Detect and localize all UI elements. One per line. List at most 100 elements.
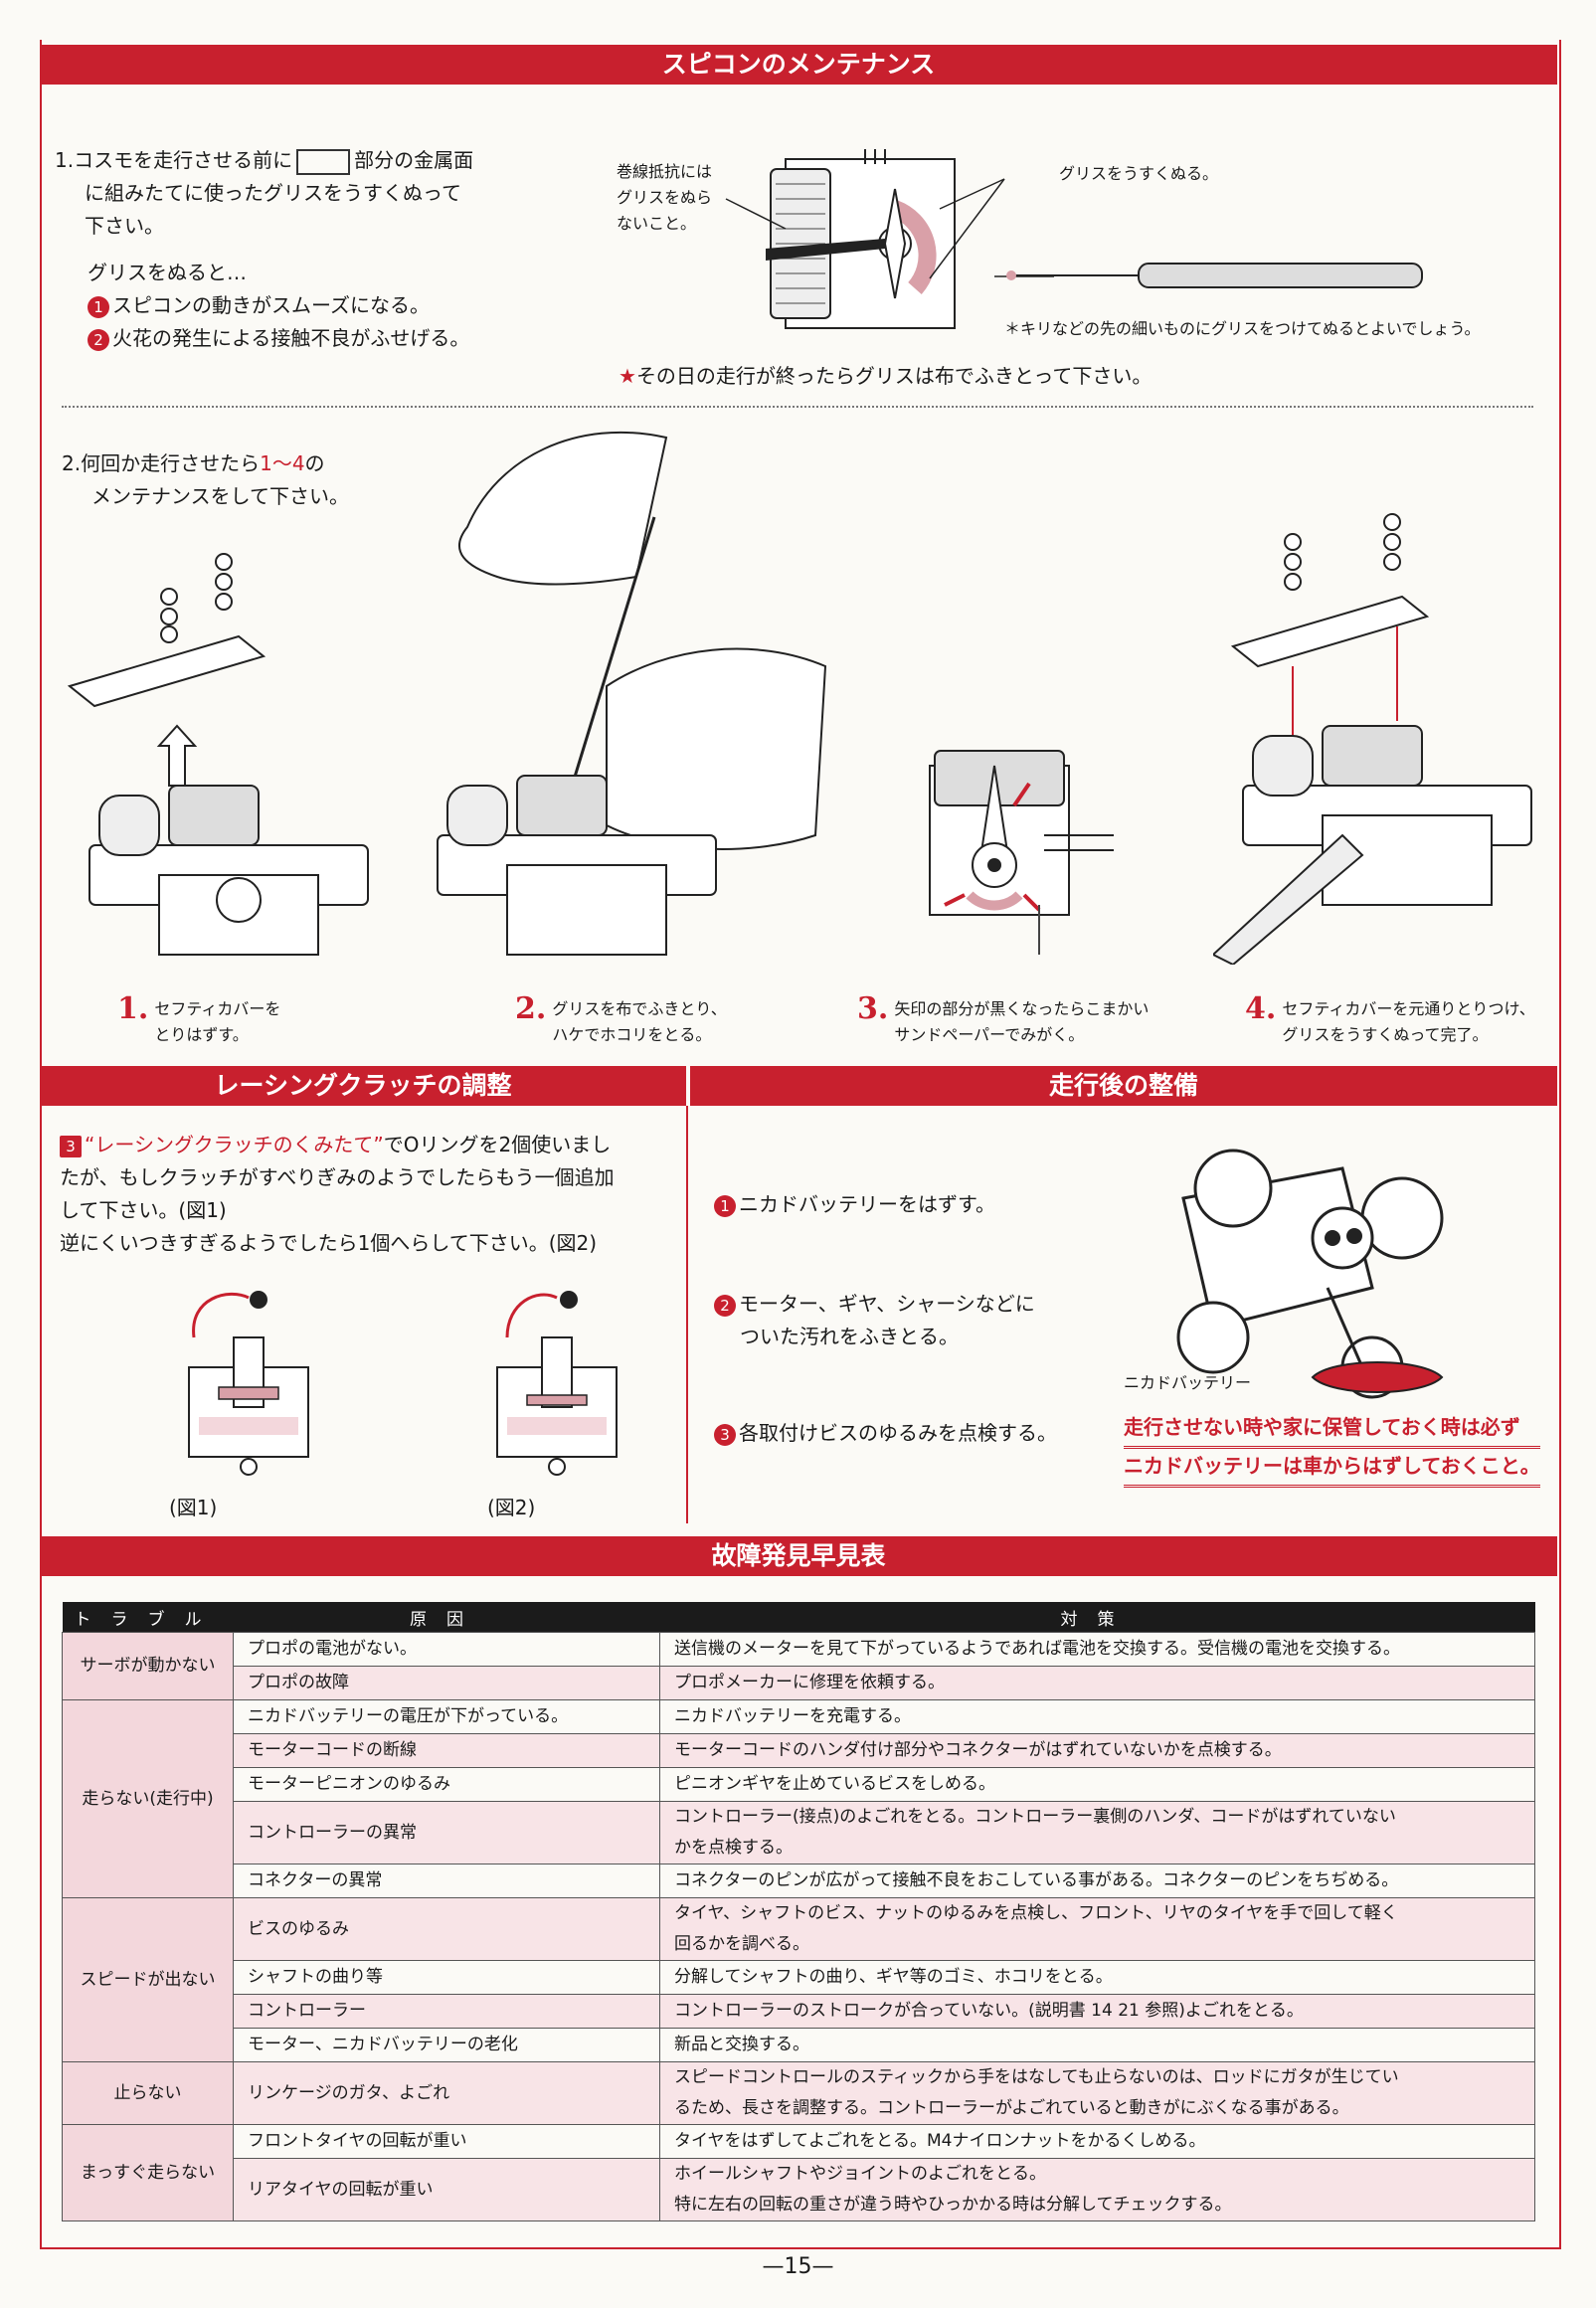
item1-text: 1.コスモを走行させる前に部分の金属面 に組みたてに使ったグリスをうすくぬって … — [55, 148, 474, 238]
cause-cell: モーターコードの断線 — [233, 1733, 660, 1768]
clutch-figure-1 — [188, 1291, 309, 1476]
trouble-cell: スピードが出ない — [62, 1897, 234, 2062]
cause-cell: モーターピニオンのゆるみ — [233, 1767, 660, 1802]
fix-cell: 送信機のメーターを見て下がっているようであれば電池を交換する。受信機の電池を交換… — [659, 1632, 1535, 1667]
fix-line: 特に左右の回転の重さが違う時やひっかかる時は分解してチェックする。 — [674, 2195, 1232, 2215]
fix-line: コネクターのピンが広がって接触不良をおこしている事がある。コネクターのピンをちぢ… — [674, 1870, 1399, 1890]
fix-cell: ピニオンギヤを止めているビスをしめる。 — [659, 1767, 1535, 1802]
fix-line: コントローラー(接点)のよごれをとる。コントローラー裏側のハンダ、コードがはずれ… — [674, 1807, 1396, 1827]
fix-cell: 分解してシャフトの曲り、ギヤ等のゴミ、ホコリをとる。 — [659, 1960, 1535, 1995]
fix-cell: ホイールシャフトやジョイントのよごれをとる。特に左右の回転の重さが違う時やひっか… — [659, 2158, 1535, 2221]
awl-tool-illustration — [1006, 263, 1423, 288]
header-cause: 原因 — [233, 1602, 660, 1633]
fix-line: モーターコードのハンダ付け部分やコネクターがはずれていないかを点検する。 — [674, 1740, 1282, 1760]
fix-line: タイヤ、シャフトのビス、ナットのゆるみを点検し、フロント、リヤのタイヤを手で回し… — [674, 1903, 1398, 1923]
clutch-instructions: 3“レーシングクラッチのくみたて”でOリングを2個使いまし たが、もしクラッチが… — [60, 1133, 615, 1255]
clutch-figure-2 — [496, 1291, 618, 1476]
fix-cell: コントローラー(接点)のよごれをとる。コントローラー裏側のハンダ、コードがはずれ… — [659, 1801, 1535, 1864]
cause-cell: コネクターの異常 — [233, 1864, 660, 1898]
highlight-box-icon — [296, 148, 351, 175]
table-row: モーターピニオンのゆるみピニオンギヤを止めているビスをしめる。 — [63, 1767, 1535, 1802]
table-row: プロポの故障プロポメーカーに修理を依頼する。 — [63, 1666, 1535, 1700]
table-row: コントローラーコントローラーのストロークが合っていない。(説明書 14 21 参… — [63, 1994, 1535, 2029]
fix-cell: ニカドバッテリーを充電する。 — [659, 1699, 1535, 1734]
cause-cell: コントローラーの異常 — [233, 1801, 660, 1864]
table-row: コネクターの異常コネクターのピンが広がって接触不良をおこしている事がある。コネク… — [63, 1864, 1535, 1898]
fix-cell: スピードコントロールのスティックから手をはなしても止らないのは、ロッドにガタが生… — [659, 2061, 1535, 2125]
fix-cell: コネクターのピンが広がって接触不良をおこしている事がある。コネクターのピンをちぢ… — [659, 1864, 1535, 1898]
fix-cell: タイヤ、シャフトのビス、ナットのゆるみを点検し、フロント、リヤのタイヤを手で回し… — [659, 1897, 1535, 1961]
fix-line: プロポメーカーに修理を依頼する。 — [674, 1673, 945, 1692]
cause-cell: コントローラー — [233, 1994, 660, 2029]
step4-illustration — [1213, 513, 1532, 965]
step3-caption: 3.矢印の部分が黒くなったらこまかいサンドペーパーでみがく。 — [857, 991, 1150, 1045]
page-number: —15— — [762, 2254, 834, 2279]
section-title-racing-clutch: レーシングクラッチの調整 — [40, 1066, 686, 1106]
table-row: まっすぐ走らないフロントタイヤの回転が重いタイヤをはずしてよごれをとる。M4ナイ… — [62, 2124, 1535, 2221]
section-title-speed-controller: スピコンのメンテナンス — [40, 45, 1557, 85]
header-fix: 対策 — [659, 1602, 1535, 1633]
fix-line: コントローラーのストロークが合っていない。(説明書 14 21 参照)よごれをと… — [674, 2001, 1304, 2021]
cause-cell: シャフトの曲り等 — [233, 1960, 660, 1995]
star-note: ★その日の走行が終ったらグリスは布でふきとって下さい。 — [619, 364, 1153, 388]
tip-note: ＊キリなどの先の細いものにグリスをつけてぬるとよいでしょう。 — [1004, 319, 1481, 338]
step4-caption: 4.セフティカバーを元通りとりつけ、グリスをうすくぬって完了。 — [1245, 991, 1535, 1045]
fix-line: 分解してシャフトの曲り、ギヤ等のゴミ、ホコリをとる。 — [674, 1967, 1113, 1987]
fix-cell: タイヤをはずしてよごれをとる。M4ナイロンナットをかるくしめる。 — [659, 2124, 1535, 2159]
fix-line: ニカドバッテリーを充電する。 — [674, 1706, 911, 1726]
cause-cell: モーター、ニカドバッテリーの老化 — [233, 2028, 660, 2062]
speed-controller-illustration — [725, 149, 1054, 329]
fix-line: タイヤをはずしてよごれをとる。M4ナイロンナットをかるくしめる。 — [674, 2131, 1206, 2151]
callout-apply-grease: グリスをうすくぬる。 — [1059, 164, 1219, 183]
trouble-cell: 走らない(走行中) — [62, 1699, 234, 1898]
storage-warning: 走行させない時や家に保管しておく時は必ず ニカドバッテリーは車からはずしておくこ… — [1124, 1410, 1540, 1488]
figure-1-caption: (図1) — [169, 1496, 218, 1519]
item2-text: 2.何回か走行させたら1〜4の メンテナンスをして下さい。 — [62, 451, 349, 508]
fix-line: 回るかを調べる。 — [674, 1934, 809, 1954]
table-row: コントローラーの異常コントローラー(接点)のよごれをとる。コントローラー裏側のハ… — [63, 1801, 1535, 1864]
cause-cell: プロポの故障 — [233, 1666, 660, 1700]
fix-line: 新品と交換する。 — [674, 2035, 809, 2054]
section-title-after-run: 走行後の整備 — [690, 1066, 1557, 1106]
table-row: モーター、ニカドバッテリーの老化新品と交換する。 — [63, 2028, 1535, 2062]
table-row: シャフトの曲り等分解してシャフトの曲り、ギヤ等のゴミ、ホコリをとる。 — [63, 1960, 1535, 1995]
car-cartoon-illustration — [1176, 1149, 1444, 1399]
table-row: サーボが動かないプロポの電池がない。送信機のメーターを見て下がっているようであれ… — [62, 1632, 1535, 1700]
table-row: スピードが出ないビスのゆるみタイヤ、シャフトのビス、ナットのゆるみを点検し、フロ… — [62, 1897, 1535, 2062]
cause-cell: リアタイヤの回転が重い — [233, 2158, 660, 2221]
step3-illustration — [929, 750, 1114, 955]
cause-cell: リンケージのガタ、よごれ — [233, 2061, 660, 2125]
step1-caption: 1.セフティカバーをとりはずす。 — [117, 991, 281, 1045]
fix-line: ピニオンギヤを止めているビスをしめる。 — [674, 1774, 995, 1794]
troubleshooting-rows: サーボが動かないプロポの電池がない。送信機のメーターを見て下がっているようであれ… — [62, 1632, 1535, 2221]
step2-illustration — [437, 431, 827, 956]
trouble-cell: サーボが動かない — [62, 1632, 234, 1700]
page-frame — [40, 40, 1561, 2249]
step2-caption: 2.グリスを布でふきとり、ハケでホコリをとる。 — [515, 991, 727, 1045]
callout-no-grease: 巻線抵抗にはグリスをぬらないこと。 — [617, 162, 713, 233]
fix-line: るため、長さを調整する。コントローラーがよごれていると動きがにぶくなる事がある。 — [674, 2098, 1349, 2118]
section-divider — [686, 1106, 688, 1523]
cause-cell: フロントタイヤの回転が重い — [233, 2124, 660, 2159]
battery-label: ニカドバッテリー — [1124, 1373, 1252, 1392]
table-row: 止らないリンケージのガタ、よごれスピードコントロールのスティックから手をはなして… — [62, 2061, 1535, 2125]
cause-cell: ニカドバッテリーの電圧が下がっている。 — [233, 1699, 660, 1734]
figure-2-caption: (図2) — [487, 1496, 536, 1519]
table-row: モーターコードの断線モーターコードのハンダ付け部分やコネクターがはずれていないか… — [63, 1733, 1535, 1768]
fix-line: 送信機のメーターを見て下がっているようであれば電池を交換する。受信機の電池を交換… — [674, 1639, 1400, 1659]
fix-cell: 新品と交換する。 — [659, 2028, 1535, 2062]
fix-line: ホイールシャフトやジョイントのよごれをとる。 — [674, 2164, 1046, 2184]
fix-line: スピードコントロールのスティックから手をはなしても止らないのは、ロッドにガタが生… — [674, 2067, 1399, 2087]
cause-cell: プロポの電池がない。 — [233, 1632, 660, 1667]
fix-cell: モーターコードのハンダ付け部分やコネクターがはずれていないかを点検する。 — [659, 1733, 1535, 1768]
troubleshooting-table: トラブル 原因 対策 サーボが動かないプロポの電池がない。送信機のメーターを見て… — [62, 1602, 1535, 2221]
step1-illustration — [67, 553, 369, 956]
fix-cell: コントローラーのストロークが合っていない。(説明書 14 21 参照)よごれをと… — [659, 1994, 1535, 2029]
table-row: リアタイヤの回転が重いホイールシャフトやジョイントのよごれをとる。特に左右の回転… — [63, 2158, 1535, 2221]
fix-line: かを点検する。 — [674, 1838, 793, 1858]
cause-cell: ビスのゆるみ — [233, 1897, 660, 1961]
